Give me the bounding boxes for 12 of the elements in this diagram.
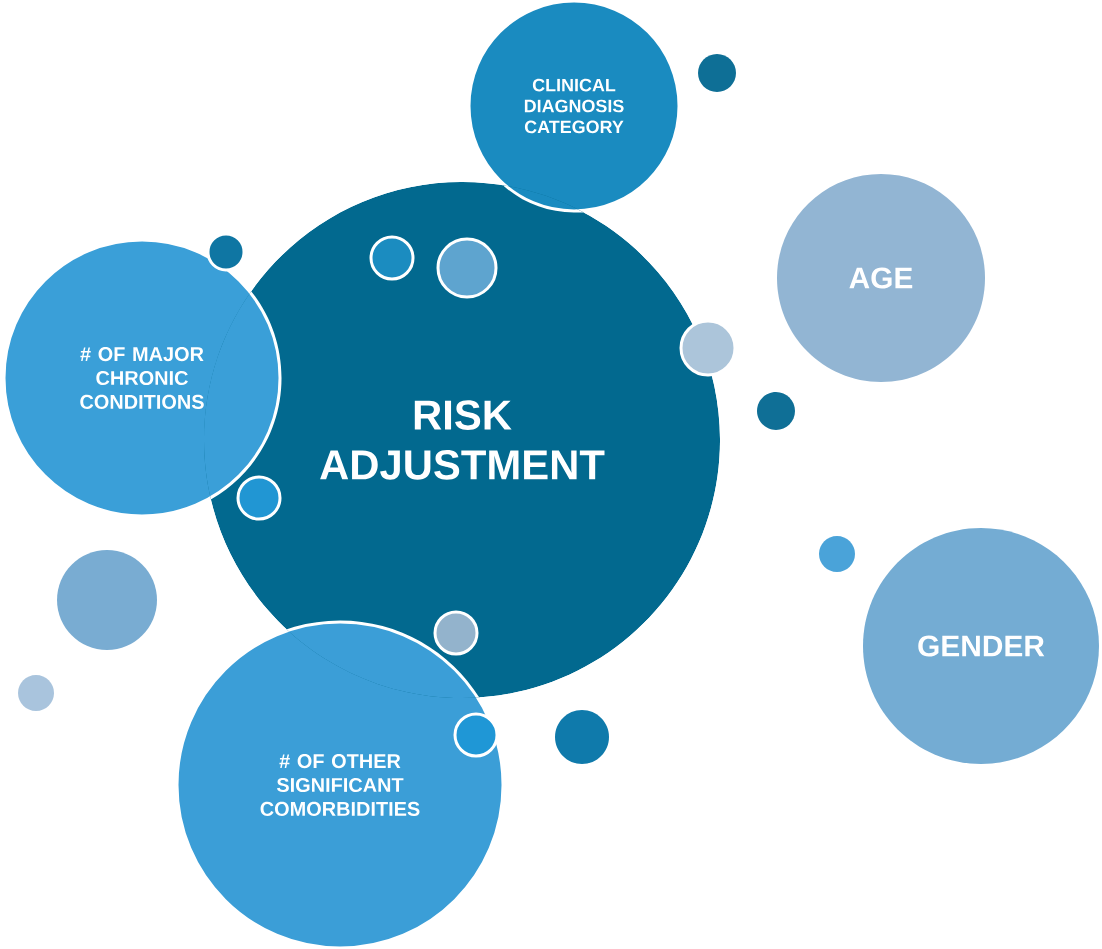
dot [698, 54, 736, 92]
dot [57, 550, 157, 650]
dot [757, 392, 795, 430]
dot [679, 319, 737, 377]
dot [453, 712, 499, 758]
dot [555, 710, 609, 764]
dot [436, 237, 498, 299]
dot [236, 475, 282, 521]
dot [18, 675, 54, 711]
dot [819, 536, 855, 572]
dot [369, 235, 415, 281]
dot [433, 610, 479, 656]
